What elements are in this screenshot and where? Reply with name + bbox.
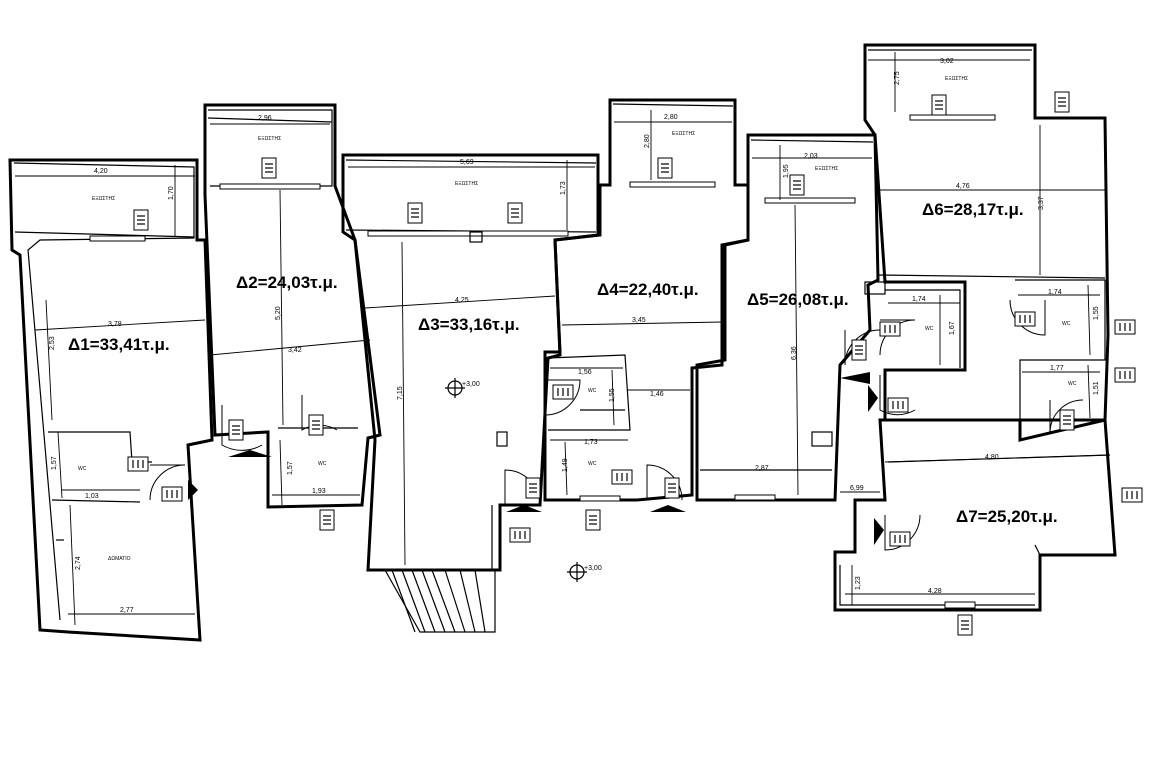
dim-label: 2,74 xyxy=(75,556,82,570)
dim-label: 2,75 xyxy=(894,71,901,85)
dim-label: 1,23 xyxy=(855,576,862,590)
stair-d3 xyxy=(383,569,496,633)
unit-d6-area-label: Δ6=28,17τ.μ. xyxy=(922,200,1024,219)
dim-label: 1,55 xyxy=(609,388,616,402)
dim-label: 1,74 xyxy=(1048,289,1062,296)
dimension-lines xyxy=(15,52,1111,626)
balcony-d4-label: ΕΞΩΣΤΗΣ xyxy=(672,131,695,137)
balcony-d1: ΕΞΩΣΤΗΣ xyxy=(92,196,115,202)
dim-label: 6,99 xyxy=(850,485,864,492)
wc-d6c-label: WC xyxy=(1068,381,1077,387)
balcony-d5-label: ΕΞΩΣΤΗΣ xyxy=(815,166,838,172)
dim-label: 1,93 xyxy=(312,488,326,495)
dim-label: 2,53 xyxy=(49,336,56,350)
unit-d1-area-label: Δ1=33,41τ.μ. xyxy=(68,335,170,354)
dim-label: 3,45 xyxy=(632,317,646,324)
unit-d3-area-label: Δ3=33,16τ.μ. xyxy=(418,315,520,334)
dim-label: 5,69 xyxy=(460,159,474,166)
dim-label: 6,36 xyxy=(791,346,798,360)
dim-label: 2,80 xyxy=(664,114,678,121)
unit-d1-walls xyxy=(8,158,214,642)
entrance-arrows xyxy=(188,372,884,545)
unit-d2-area-label: Δ2=24,03τ.μ. xyxy=(236,273,338,292)
dim-label: 4,76 xyxy=(956,183,970,190)
dim-label: 1,57 xyxy=(51,456,58,470)
wc-d4a-label: WC xyxy=(588,388,597,394)
unit-d2-walls xyxy=(203,103,382,509)
wc-d6a-label: WC xyxy=(925,326,934,332)
dimension-labels: 4,20 1,70 3,78 2,53 1,57 1,03 2,74 2,77 … xyxy=(49,58,1100,614)
dim-label: 1,55 xyxy=(1093,306,1100,320)
dim-label: 2,96 xyxy=(258,115,272,122)
dim-label: 1,46 xyxy=(650,391,664,398)
level-label: +3,00 xyxy=(462,381,480,388)
dim-label: 2,03 xyxy=(804,153,818,160)
level-label: +3,00 xyxy=(584,565,602,572)
wc-d1-label: WC xyxy=(78,466,87,472)
dim-label: 4,25 xyxy=(455,297,469,304)
dim-label: 4,80 xyxy=(985,454,999,461)
level-marker-2: +3,00 xyxy=(567,562,602,582)
wc-d2-label: WC xyxy=(318,461,327,467)
wc-d4b-label: WC xyxy=(588,461,597,467)
dim-label: 1,67 xyxy=(949,321,956,335)
unit-d4-area-label: Δ4=22,40τ.μ. xyxy=(597,280,699,299)
balcony-d1-label: ΕΞΩΣΤΗΣ xyxy=(92,196,115,202)
unit-d5-walls xyxy=(695,133,880,502)
dim-label: 1,03 xyxy=(85,493,99,500)
wc-d6b-label: WC xyxy=(1062,321,1071,327)
dim-label: 1,74 xyxy=(912,296,926,303)
dim-label: 1,77 xyxy=(1050,365,1064,372)
balcony-d2-label: ΕΞΩΣΤΗΣ xyxy=(258,136,281,142)
dim-label: 1,56 xyxy=(578,369,592,376)
dim-label: 1,57 xyxy=(287,461,294,475)
dim-label: 4,20 xyxy=(94,168,108,175)
dim-label: 4,28 xyxy=(928,588,942,595)
dim-label: 2,77 xyxy=(120,607,134,614)
dim-label: 1,49 xyxy=(562,458,569,472)
dim-label: 3,02 xyxy=(940,58,954,65)
dim-label: 2,80 xyxy=(644,134,651,148)
dim-label: 2,87 xyxy=(755,465,769,472)
doors xyxy=(149,299,1084,551)
dim-label: 1,73 xyxy=(560,181,567,195)
ac-units xyxy=(127,91,1143,636)
dim-label: 1,51 xyxy=(1093,381,1100,395)
unit-d5-area-label: Δ5=26,08τ.μ. xyxy=(747,290,849,309)
unit-d4-walls xyxy=(543,98,750,502)
unit-d3-walls xyxy=(341,153,600,572)
level-marker-1: +3,00 xyxy=(445,378,480,398)
dim-label: 3,37 xyxy=(1038,196,1045,210)
dim-label: 7,15 xyxy=(397,386,404,400)
dim-label: 5,20 xyxy=(275,306,282,320)
bedroom-d1-label: ΔΩΜΑΤΙΟ xyxy=(108,556,131,562)
balcony-d3-label: ΕΞΩΣΤΗΣ xyxy=(455,181,478,187)
dim-label: 1,70 xyxy=(168,186,175,200)
balcony-d6-label: ΕΞΩΣΤΗΣ xyxy=(945,76,968,82)
dim-label: 3,42 xyxy=(288,347,302,354)
dim-label: 1,73 xyxy=(584,439,598,446)
dim-label: 3,78 xyxy=(108,321,122,328)
dim-label: 1,95 xyxy=(783,164,790,178)
unit-d7-area-label: Δ7=25,20τ.μ. xyxy=(956,507,1058,526)
